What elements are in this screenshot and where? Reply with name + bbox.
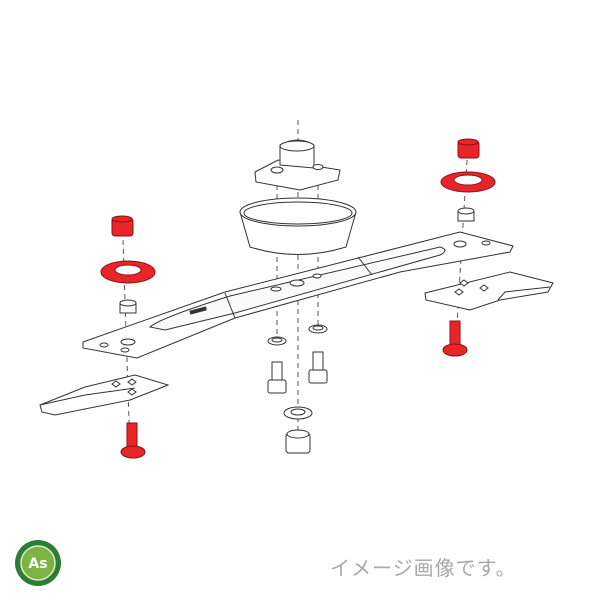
bolt-left [267, 361, 287, 394]
right-blade [424, 271, 554, 311]
left-spacer [119, 299, 137, 314]
right-red-nut [457, 138, 480, 159]
spacers [119, 207, 475, 314]
center-nut [285, 429, 311, 454]
right-spacer [457, 207, 475, 222]
right-red-bolt [442, 320, 468, 357]
red-parts [100, 138, 496, 459]
center-hardware [267, 324, 328, 454]
right-red-washer [440, 171, 496, 193]
left-red-bolt [120, 422, 146, 459]
center-washer [283, 406, 313, 420]
bolt-right [308, 351, 328, 384]
washer-left [267, 336, 287, 346]
cup [239, 197, 357, 255]
left-blade [39, 374, 170, 416]
washer-right [308, 324, 328, 334]
blade-bar [82, 231, 514, 359]
logo-text: As [28, 556, 47, 572]
hub [254, 139, 341, 191]
left-red-washer [100, 260, 156, 284]
left-red-nut [111, 215, 134, 237]
image-caption: イメージ画像です。 [330, 556, 517, 580]
as-logo: As [15, 540, 61, 586]
